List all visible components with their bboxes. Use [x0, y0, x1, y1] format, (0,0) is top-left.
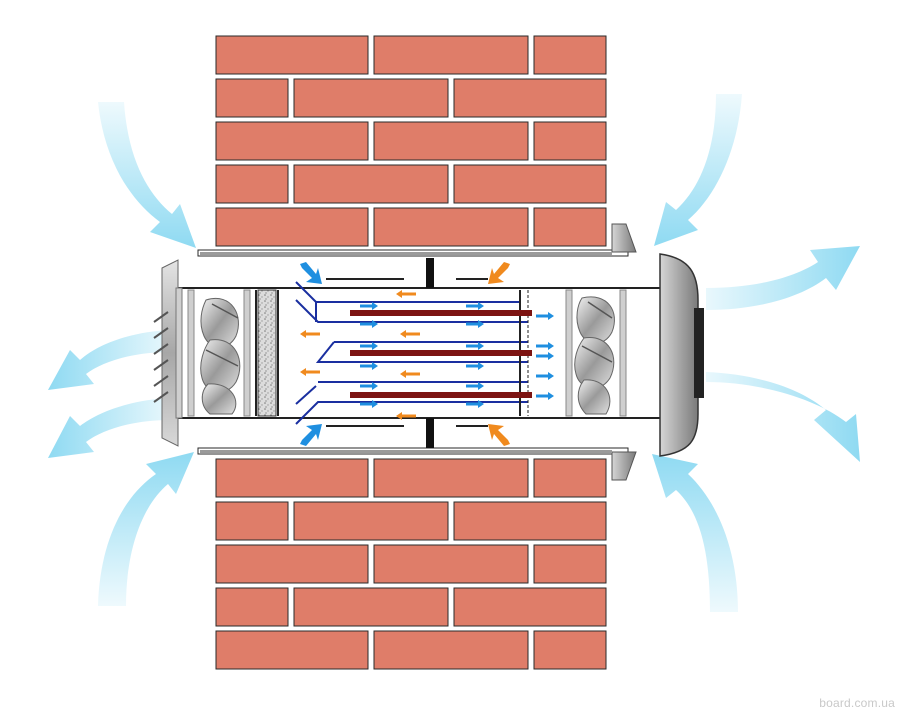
brick	[373, 544, 529, 584]
brick	[533, 630, 607, 670]
supply-air-arrow	[360, 302, 378, 310]
warm-air-arrow	[396, 290, 416, 298]
outgoing-air-arrow-right-lower	[706, 372, 860, 462]
duct-sleeve	[197, 223, 637, 481]
warm-air-arrow	[396, 412, 416, 420]
brick	[215, 458, 369, 498]
outdoor-air-arrows	[48, 94, 860, 612]
brick-wall-upper	[215, 35, 607, 247]
warm-air-arrow	[300, 330, 320, 338]
brick	[215, 501, 289, 541]
outgoing-air-arrow-right-upper	[706, 246, 860, 310]
supply-air-arrow	[360, 382, 378, 390]
brick	[293, 587, 449, 627]
heat-plate	[350, 350, 532, 356]
warm-air-arrow	[400, 370, 420, 378]
brick	[373, 630, 529, 670]
supply-air-arrow	[466, 302, 484, 310]
supply-air-arrow	[466, 382, 484, 390]
brick	[533, 544, 607, 584]
outgoing-air-arrow-left-upper	[48, 330, 170, 390]
warm-air-arrow	[400, 330, 420, 338]
brick	[453, 164, 607, 204]
incoming-air-arrow-top-right	[654, 94, 742, 246]
brick	[293, 78, 449, 118]
brick	[293, 501, 449, 541]
brick	[533, 35, 607, 75]
supply-air-arrow	[466, 362, 484, 370]
watermark-text: board.com.ua	[819, 696, 895, 710]
incoming-air-arrow-bottom-left	[98, 452, 194, 606]
supply-air-arrow	[360, 400, 378, 408]
brick	[453, 501, 607, 541]
supply-air-arrow	[536, 352, 554, 360]
heat-plate	[350, 392, 532, 398]
outgoing-air-arrow-left-lower	[48, 398, 170, 458]
corner-flow-arrow	[488, 262, 510, 284]
supply-air-arrow	[536, 392, 554, 400]
corner-flow-arrow	[488, 424, 510, 446]
brick	[373, 207, 529, 247]
corner-flow-arrow	[300, 424, 322, 446]
airflow-arrows	[300, 262, 554, 446]
fan-impeller-icon	[574, 296, 615, 415]
brick-wall-lower	[215, 458, 607, 670]
right-fan	[565, 289, 627, 417]
supply-air-arrow	[466, 400, 484, 408]
supply-air-arrow	[360, 362, 378, 370]
incoming-air-arrow-top-left	[98, 102, 196, 248]
brick	[533, 458, 607, 498]
supply-air-arrow	[536, 312, 554, 320]
heat-exchanger	[295, 281, 532, 425]
supply-air-arrow	[360, 320, 378, 328]
brick	[373, 35, 529, 75]
corner-flow-arrow	[300, 262, 322, 284]
brick	[215, 207, 369, 247]
louvered-grille-icon	[153, 259, 183, 447]
heat-plate	[350, 310, 532, 316]
brick	[215, 544, 369, 584]
brick	[453, 78, 607, 118]
brick	[533, 121, 607, 161]
brick	[215, 78, 289, 118]
brick	[373, 121, 529, 161]
supply-air-arrow	[536, 372, 554, 380]
brick	[453, 587, 607, 627]
brick	[373, 458, 529, 498]
incoming-air-arrow-bottom-right	[652, 454, 738, 612]
brick	[215, 630, 369, 670]
brick	[215, 587, 289, 627]
supply-air-arrow	[466, 320, 484, 328]
warm-air-arrow	[300, 368, 320, 376]
brick	[215, 121, 369, 161]
supply-air-arrow	[536, 342, 554, 350]
left-fan	[187, 289, 251, 417]
brick	[215, 35, 369, 75]
brick	[215, 164, 289, 204]
supply-air-arrow	[360, 342, 378, 350]
brick	[533, 207, 607, 247]
brick	[293, 164, 449, 204]
fan-impeller-icon	[200, 297, 241, 415]
mount-posts	[326, 258, 488, 448]
supply-air-arrow	[466, 342, 484, 350]
filter-cassette-icon	[255, 289, 279, 417]
outer-hood-icon	[659, 253, 704, 457]
